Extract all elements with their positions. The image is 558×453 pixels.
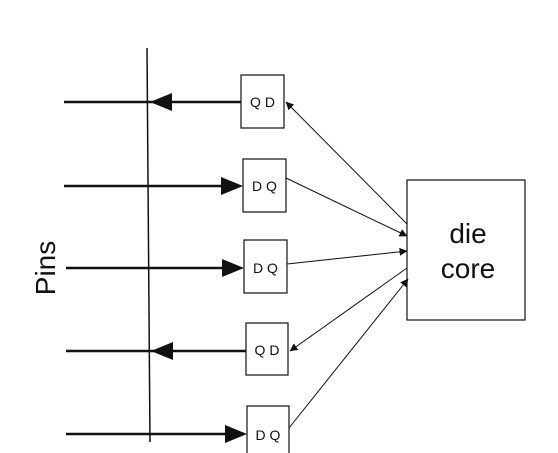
pin-arrowhead-4 bbox=[151, 342, 173, 360]
core-link-5 bbox=[288, 278, 409, 429]
pins-label: Pins bbox=[30, 241, 61, 295]
core-link-4 bbox=[289, 267, 408, 352]
core-link-3 bbox=[286, 247, 408, 265]
flipflop-1-label: Q D bbox=[250, 94, 275, 110]
flipflop-2-label: D Q bbox=[252, 178, 277, 194]
flipflop-4 bbox=[245, 322, 289, 376]
core-link-1 bbox=[285, 101, 408, 225]
flipflop-3-label: D Q bbox=[253, 260, 278, 276]
pin-arrowhead-1 bbox=[150, 93, 172, 111]
flipflop-2 bbox=[242, 158, 287, 213]
flipflop-1 bbox=[240, 74, 285, 129]
die-core-box bbox=[406, 179, 526, 321]
pin-arrowhead-2 bbox=[221, 177, 243, 195]
pin-arrowhead-5 bbox=[225, 425, 247, 443]
flipflop-4-label: Q D bbox=[255, 342, 280, 358]
die-core-label-line1: die bbox=[449, 218, 486, 249]
pin-boundary-line bbox=[146, 47, 151, 443]
flipflop-5 bbox=[246, 405, 290, 453]
flipflop-5-label: D Q bbox=[256, 427, 281, 443]
die-core-label-line2: core bbox=[441, 253, 495, 284]
pin-arrowhead-3 bbox=[222, 259, 244, 277]
flipflop-3 bbox=[243, 239, 288, 294]
core-link-2 bbox=[285, 177, 408, 237]
